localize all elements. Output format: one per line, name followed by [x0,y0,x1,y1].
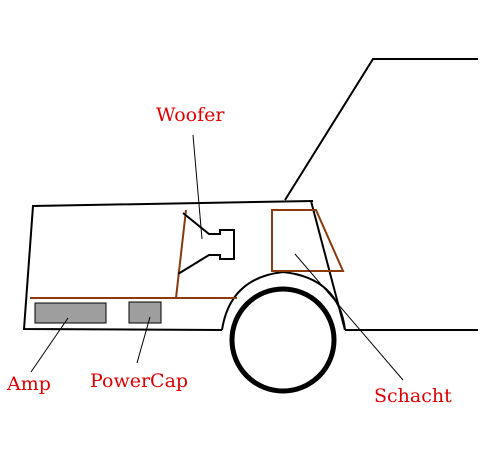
powercap-leader-line [136,316,151,364]
powercap-box [128,301,162,324]
woofer-leader-line [192,134,203,240]
wheel-arch [221,270,346,331]
shaft-box [271,209,345,272]
woofer-label: Woofer [156,104,225,126]
trunk-floor-line [30,209,237,299]
schacht-label: Schacht [374,385,452,407]
car-body-outline [22,58,478,331]
schacht-leader-line [294,253,404,381]
amp-leader-line [30,317,69,373]
powercap-label: PowerCap [90,370,188,392]
amp-box [34,302,107,324]
woofer-speaker [177,212,235,275]
amp-label: Amp [6,373,51,395]
wheel [229,286,337,394]
